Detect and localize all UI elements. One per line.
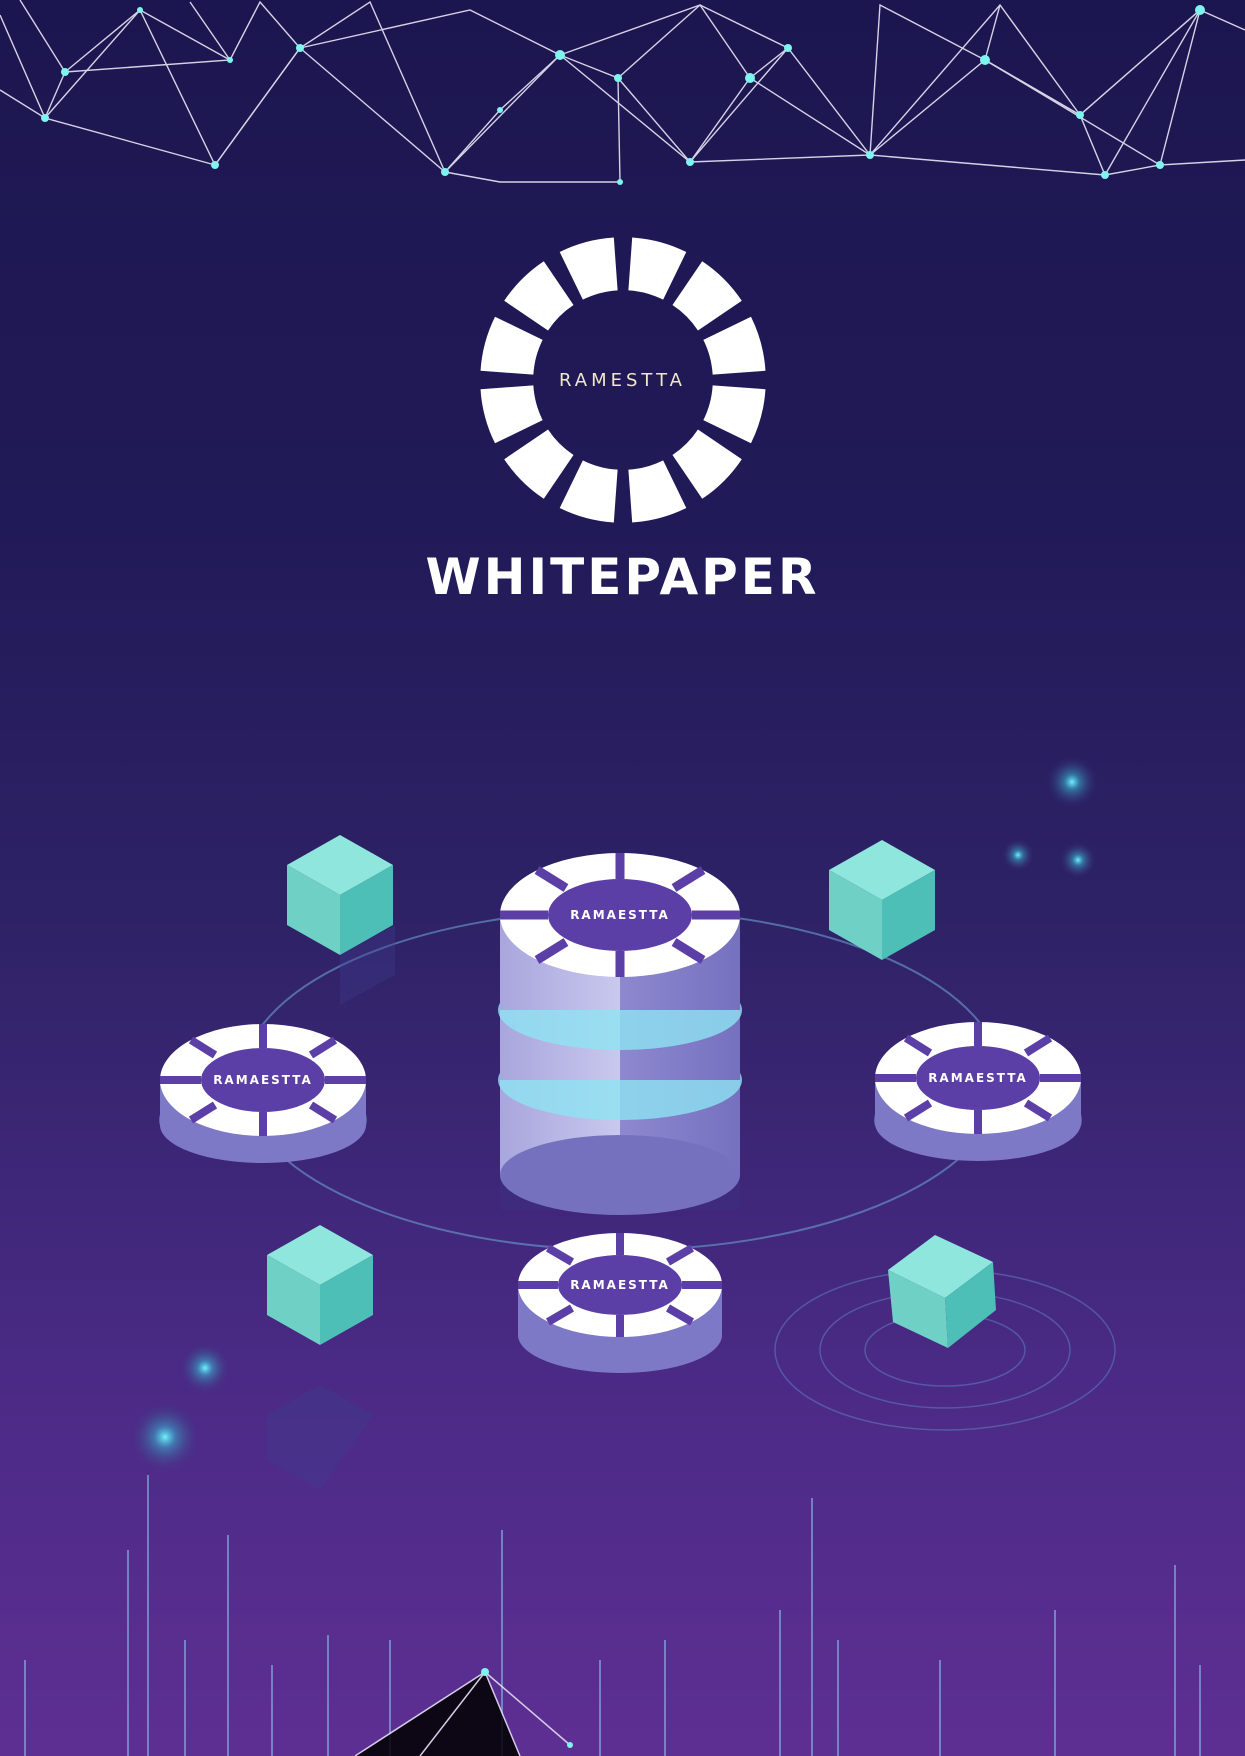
cube-top-right — [829, 840, 935, 960]
disc-bottom — [518, 1233, 722, 1373]
disc-label-center: RAMAESTTA — [570, 908, 670, 922]
cube-top-left — [287, 835, 395, 1005]
page-title: WHITEPAPER — [425, 548, 820, 606]
disc-label-left: RAMAESTTA — [213, 1073, 313, 1087]
logo-text: RAMESTTA — [558, 370, 686, 391]
cube-bottom-right — [888, 1235, 996, 1348]
cube-bottom-left — [267, 1225, 373, 1490]
network-constellation — [0, 0, 1245, 185]
central-stack — [498, 853, 742, 1215]
disc-label-right: RAMAESTTA — [928, 1071, 1028, 1085]
disc-left — [159, 1024, 367, 1163]
disc-right — [874, 1022, 1082, 1161]
disc-label-bottom: RAMAESTTA — [570, 1278, 670, 1292]
